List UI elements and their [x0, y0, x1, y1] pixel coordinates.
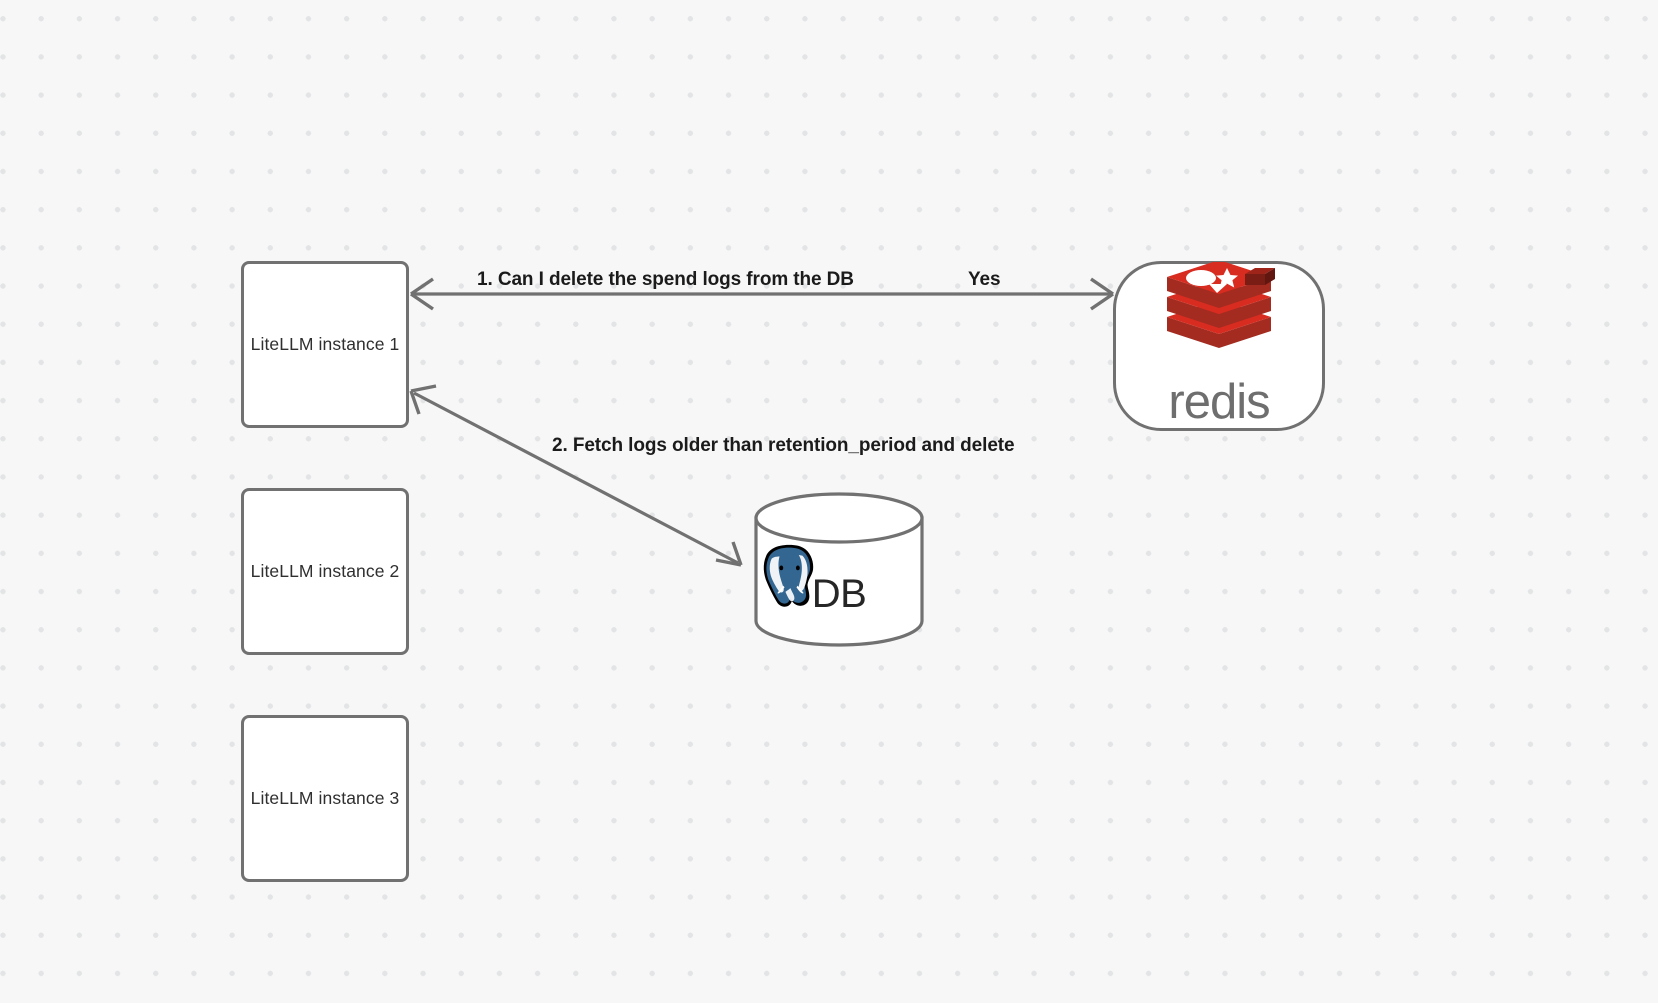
database-node-label: DB: [811, 571, 867, 616]
edge-litellm1-db: [409, 384, 743, 567]
edge-1-label: 1. Can I delete the spend logs from the …: [477, 269, 854, 290]
node-litellm-instance-1-label: LiteLLM instance 1: [250, 334, 400, 354]
node-litellm-instance-3-label: LiteLLM instance 3: [250, 788, 400, 808]
redis-logo-icon: [1167, 261, 1275, 348]
edge-2-label: 2. Fetch logs older than retention_perio…: [552, 435, 1015, 456]
redis-wordmark: redis: [1168, 374, 1270, 429]
edge-2-arrowhead-upleft: [409, 384, 437, 415]
node-litellm-instance-3[interactable]: LiteLLM instance 3: [241, 715, 409, 882]
edge-2-arrowhead-downright: [715, 541, 743, 567]
node-litellm-instance-2[interactable]: LiteLLM instance 2: [241, 488, 409, 655]
edge-1-arrowhead-left: [410, 277, 434, 311]
node-litellm-instance-2-label: LiteLLM instance 2: [250, 561, 400, 581]
node-litellm-instance-1[interactable]: LiteLLM instance 1: [241, 261, 409, 428]
redis-logo-group: redis: [1157, 261, 1281, 429]
edge-1-arrowhead-right: [1090, 277, 1114, 311]
database-node-content: DB: [753, 540, 925, 647]
node-redis[interactable]: redis: [1113, 261, 1325, 431]
edge-1-answer-label: Yes: [968, 269, 1001, 290]
edge-litellm1-redis: [410, 277, 1114, 311]
node-database[interactable]: DB: [753, 492, 925, 647]
postgresql-elephant-icon: [763, 544, 814, 607]
edge-2-line: [413, 391, 739, 565]
